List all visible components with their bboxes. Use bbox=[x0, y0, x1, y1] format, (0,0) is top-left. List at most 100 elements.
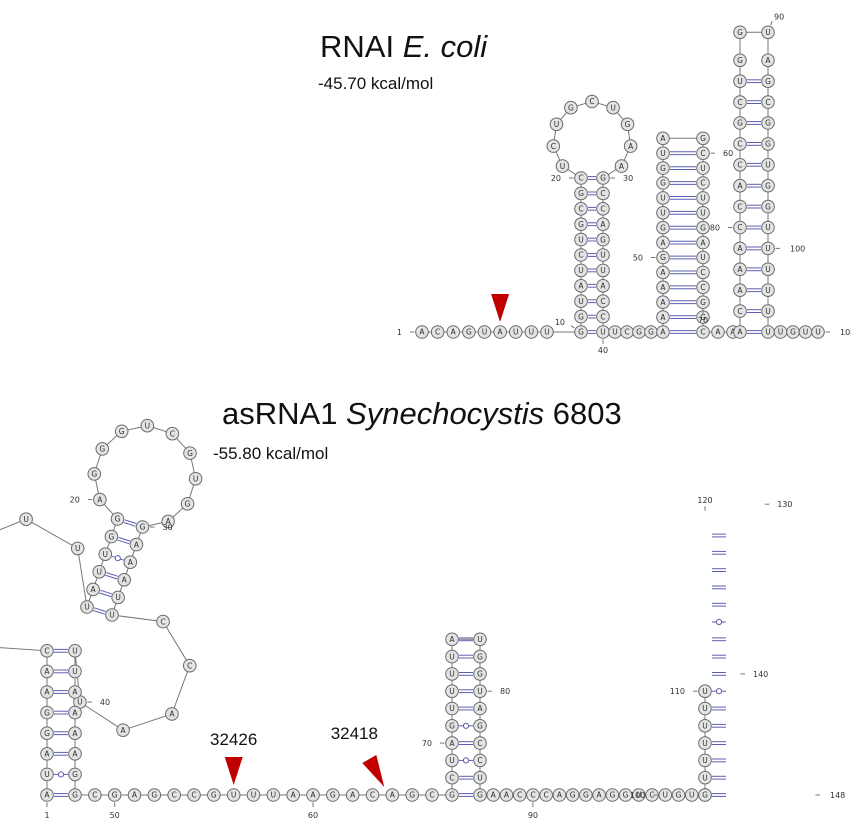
nucleotide-letter: C bbox=[578, 174, 583, 183]
nucleotide-circle bbox=[80, 600, 94, 614]
nucleotide-circle bbox=[165, 426, 180, 441]
nucleotide-circle bbox=[733, 25, 747, 40]
nucleotide-letter: U bbox=[600, 266, 606, 275]
nucleotide-circle bbox=[696, 191, 710, 205]
nucleotide: G bbox=[696, 131, 710, 146]
nucleotide: U bbox=[698, 719, 712, 733]
nucleotide-letter: G bbox=[737, 119, 743, 128]
nucleotide: U bbox=[733, 74, 747, 88]
nucleotide: A bbox=[473, 701, 487, 716]
nucleotide-circle bbox=[761, 283, 775, 298]
nucleotide-letter: A bbox=[619, 162, 625, 171]
nucleotide-circle bbox=[161, 514, 175, 529]
nucleotide-circle bbox=[445, 667, 459, 681]
nucleotide-circle bbox=[445, 649, 459, 664]
nucleotide: C bbox=[526, 788, 540, 802]
nucleotide-circle bbox=[656, 206, 670, 220]
nucleotide: G bbox=[656, 161, 670, 175]
nucleotide: C bbox=[696, 325, 710, 339]
nucleotide-circle bbox=[111, 590, 125, 605]
nucleotide-letter: U bbox=[765, 265, 771, 274]
cleavage-arrow bbox=[224, 757, 243, 785]
nucleotide-circle bbox=[167, 788, 181, 802]
base-pair-bond bbox=[100, 589, 113, 595]
nucleotide: G bbox=[107, 788, 122, 802]
nucleotide-letter: A bbox=[737, 265, 743, 274]
nucleotide-circle bbox=[549, 117, 564, 132]
nucleotide: A bbox=[656, 131, 670, 146]
nucleotides: AUAGGAACCCAUUUAUUGGAGGGUCGUGAGAAAUUCCAAU… bbox=[19, 418, 712, 802]
nucleotide-letter: A bbox=[390, 791, 396, 800]
nucleotide-letter: U bbox=[449, 670, 455, 679]
nucleotide-circle bbox=[473, 719, 487, 733]
nucleotide: U bbox=[445, 667, 459, 681]
position-number: 120 bbox=[697, 496, 712, 505]
nucleotide: U bbox=[473, 632, 487, 647]
nucleotide: A bbox=[40, 664, 54, 679]
nucleotide: A bbox=[306, 788, 320, 802]
nucleotide: G bbox=[87, 467, 102, 481]
nucleotide-letter: C bbox=[187, 661, 192, 670]
nucleotide-letter: U bbox=[75, 544, 81, 553]
nucleotide-circle bbox=[711, 325, 725, 339]
nucleotide-letter: G bbox=[765, 202, 771, 211]
nucleotide-letter: G bbox=[623, 791, 629, 800]
nucleotide: U bbox=[98, 547, 113, 562]
nucleotide-circle bbox=[696, 265, 710, 280]
position-number: 10 bbox=[555, 318, 565, 327]
nucleotide: G bbox=[405, 788, 419, 802]
nucleotide: C bbox=[182, 658, 197, 673]
asrna1-title-organism: Synechocystis bbox=[346, 396, 544, 431]
nucleotide-circle bbox=[733, 158, 747, 172]
nucleotide-circle bbox=[574, 325, 588, 339]
nucleotide: G bbox=[656, 250, 670, 265]
nucleotide-letter: G bbox=[700, 313, 706, 322]
nucleotide: C bbox=[546, 139, 561, 153]
nucleotide-circle bbox=[473, 632, 487, 647]
nucleotide-letter: U bbox=[702, 739, 708, 748]
nucleotide-circle bbox=[656, 146, 670, 160]
nucleotide-letter: U bbox=[702, 773, 708, 782]
nucleotide-circle bbox=[761, 74, 775, 88]
nucleotide: A bbox=[40, 788, 54, 802]
nucleotide-letter: G bbox=[119, 427, 125, 436]
nucleotide-letter: G bbox=[578, 312, 584, 321]
nucleotide-letter: G bbox=[648, 328, 654, 337]
nucleotide-circle bbox=[446, 325, 461, 339]
nucleotide-circle bbox=[696, 250, 710, 265]
nucleotide: U bbox=[111, 590, 125, 605]
nucleotide-letter: G bbox=[449, 722, 455, 731]
nucleotide: G bbox=[473, 649, 487, 664]
nucleotide-circle bbox=[696, 325, 710, 339]
nucleotide: C bbox=[596, 186, 610, 201]
nucleotide-letter: A bbox=[451, 328, 457, 337]
nucleotide-circle bbox=[147, 788, 162, 802]
nucleotide-letter: A bbox=[132, 791, 138, 800]
nucleotide-letter: G bbox=[702, 791, 708, 800]
nucleotide: C bbox=[733, 137, 747, 151]
nucleotide-letter: A bbox=[44, 791, 50, 800]
wobble-pair-marker bbox=[462, 757, 470, 764]
nucleotide-letter: U bbox=[96, 568, 102, 577]
nucleotide-letter: C bbox=[370, 791, 375, 800]
nucleotide-circle bbox=[546, 139, 561, 153]
nucleotide: C bbox=[156, 614, 170, 629]
nucleotide-circle bbox=[117, 573, 131, 587]
nucleotide-circle bbox=[473, 667, 487, 681]
nucleotide: A bbox=[733, 283, 747, 298]
nucleotide-circle bbox=[696, 220, 710, 235]
nucleotide: C bbox=[596, 294, 610, 309]
nucleotide-circle bbox=[596, 232, 610, 247]
nucleotide: G bbox=[565, 788, 580, 802]
nucleotide-circle bbox=[574, 294, 588, 309]
base-pair-bond bbox=[106, 572, 119, 577]
nucleotide-circle bbox=[499, 788, 514, 802]
nucleotide-letter: A bbox=[578, 282, 584, 291]
nucleotide-circle bbox=[696, 295, 710, 310]
nucleotide: U bbox=[698, 684, 712, 699]
nucleotide-letter: U bbox=[449, 652, 455, 661]
nucleotide-letter: U bbox=[251, 791, 257, 800]
nucleotide-circle bbox=[226, 788, 241, 802]
nucleotide-circle bbox=[165, 707, 179, 721]
